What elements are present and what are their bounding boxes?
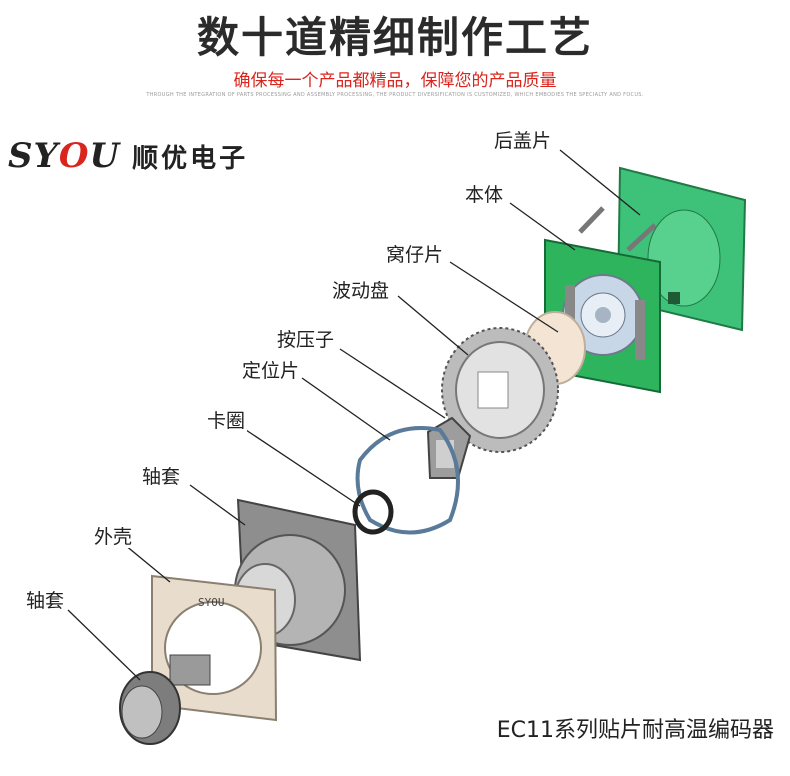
- product-name: EC11系列贴片耐高温编码器: [496, 718, 774, 743]
- label-shaft: 轴套: [24, 590, 67, 612]
- terminal-pins: [578, 206, 657, 252]
- page-title: 数十道精细制作工艺: [196, 13, 593, 62]
- logo-mark: SYOU: [8, 136, 120, 176]
- label-back-cover: 后盖片: [492, 130, 554, 152]
- retaining-ring: [352, 489, 394, 535]
- label-body: 本体: [463, 184, 506, 206]
- label-push-piece: 按压子: [275, 329, 337, 351]
- detent-plate: [355, 426, 460, 535]
- label-bushing: 轴套: [140, 466, 183, 488]
- english-tagline: THROUGH THE INTEGRATION OF PARTS PROCESS…: [146, 92, 644, 98]
- label-detent-plate: 定位片: [240, 360, 302, 382]
- label-retaining-ring: 卡圈: [205, 410, 248, 432]
- page-subtitle: 确保每一个产品都精品，保障您的产品质量: [233, 71, 557, 91]
- shaft-knob: [119, 654, 211, 745]
- leader-lines: [67, 149, 641, 681]
- logo-mark-o: O: [58, 136, 90, 176]
- brand-logo: SYOU 顺优电子: [8, 136, 248, 176]
- label-dome: 窝仔片: [384, 244, 446, 266]
- label-shell: 外壳: [92, 526, 135, 548]
- company-name: 顺优电子: [132, 143, 249, 174]
- wave-disk: [441, 327, 559, 453]
- logo-mark-right: U: [89, 136, 121, 176]
- logo-mark-left: SY: [8, 136, 59, 176]
- shell-marking: SYOU: [198, 596, 225, 609]
- label-wave-disk: 波动盘: [330, 280, 392, 302]
